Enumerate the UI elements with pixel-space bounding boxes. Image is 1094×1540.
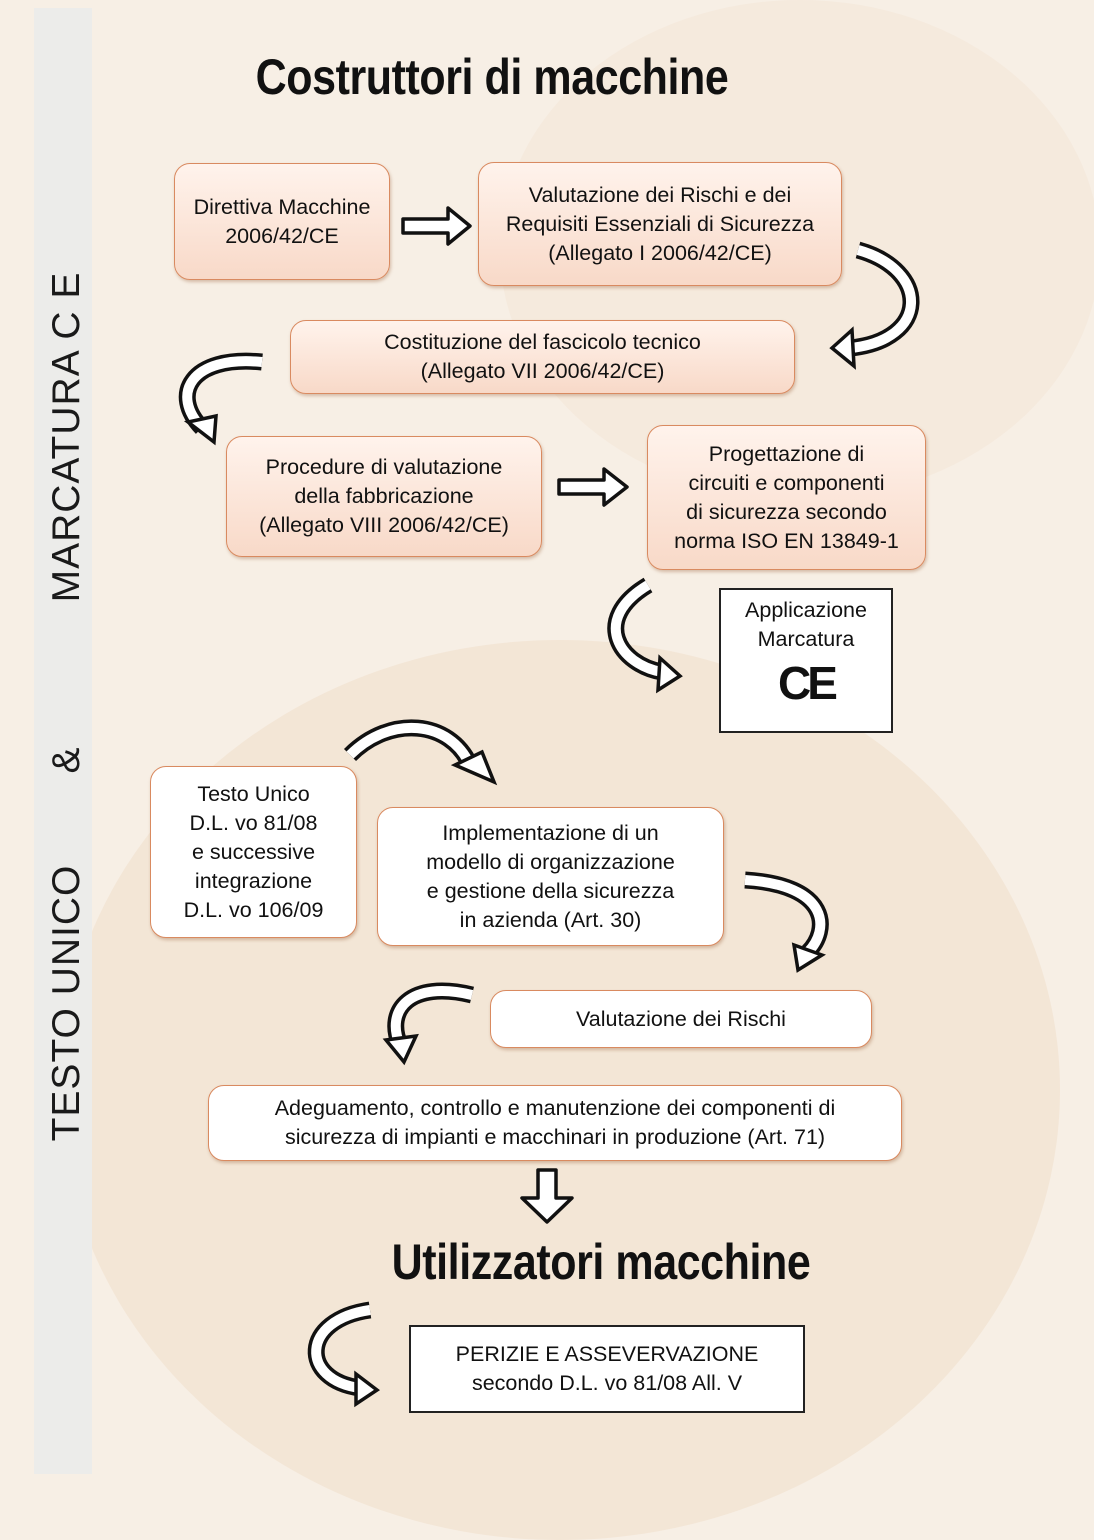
box-line: integrazione xyxy=(194,868,313,893)
curved-arrow-icon xyxy=(343,719,498,786)
title-utilizzatori: Utilizzatori macchine xyxy=(391,1234,811,1290)
title-costruttori: Costruttori di macchine xyxy=(255,49,729,105)
curved-arrow-icon xyxy=(307,1301,381,1408)
right-arrow-icon xyxy=(557,467,629,507)
box-procedure-valutazione: Procedure di valutazione della fabbricaz… xyxy=(226,436,542,557)
box-line: Adeguamento, controllo e manutenzione de… xyxy=(274,1096,836,1120)
box-line: Testo Unico xyxy=(197,781,310,806)
box-implementazione: Implementazione di un modello di organiz… xyxy=(377,807,724,946)
curved-arrow-icon xyxy=(829,241,920,370)
box-line: D.L. vo 106/09 xyxy=(183,897,324,922)
box-line: norma ISO EN 13849-1 xyxy=(674,528,899,553)
box-line: Direttiva Macchine xyxy=(193,194,371,219)
right-arrow-icon xyxy=(401,206,472,246)
box-line: circuiti e componenti xyxy=(688,470,885,495)
box-line: modello di organizzazione xyxy=(426,849,675,874)
curved-arrow-icon xyxy=(607,577,683,694)
box-line: Implementazione di un xyxy=(442,820,659,845)
box-line: 2006/42/CE xyxy=(225,223,339,248)
box-progettazione: Progettazione di circuiti e componenti d… xyxy=(647,425,926,570)
box-adeguamento: Adeguamento, controllo e manutenzione de… xyxy=(208,1085,902,1161)
box-line: Requisiti Essenziali di Sicurezza xyxy=(505,211,815,236)
box-fascicolo-tecnico: Costituzione del fascicolo tecnico (Alle… xyxy=(290,320,795,394)
box-perizie: PERIZIE E ASSEVERVAZIONE secondo D.L. vo… xyxy=(409,1325,805,1413)
box-valutazione-requisiti: Valutazione dei Rischi e dei Requisiti E… xyxy=(478,162,842,286)
curved-arrow-icon xyxy=(744,871,829,973)
box-line: Costituzione del fascicolo tecnico xyxy=(384,330,701,354)
box-direttiva-macchine: Direttiva Macchine 2006/42/CE xyxy=(174,163,390,280)
box-line: Progettazione di xyxy=(708,441,865,466)
box-valutazione-rischi: Valutazione dei Rischi xyxy=(490,990,872,1048)
flow-arrows xyxy=(178,206,920,1408)
box-line: Marcatura xyxy=(757,627,855,651)
box-line: (Allegato VIII 2006/42/CE) xyxy=(259,513,509,537)
box-line: Valutazione dei Rischi xyxy=(576,1006,786,1031)
box-line: (Allegato VII 2006/42/CE) xyxy=(420,359,665,383)
box-line: D.L. vo 81/08 xyxy=(189,810,318,835)
box-line: e gestione della sicurezza xyxy=(426,878,675,903)
box-line: Applicazione xyxy=(745,598,867,622)
box-line: in azienda (Art. 30) xyxy=(459,907,642,932)
box-marcatura-ce: Applicazione Marcatura CE xyxy=(719,588,893,733)
ce-mark-logo: CE xyxy=(778,657,838,709)
curved-arrow-icon xyxy=(178,352,263,446)
box-line: Valutazione dei Rischi e dei xyxy=(528,182,792,207)
curved-arrow-icon xyxy=(382,982,474,1066)
sidebar-strip xyxy=(34,8,92,1474)
box-line: di sicurezza secondo xyxy=(686,499,887,524)
box-line: della fabbricazione xyxy=(294,484,474,508)
box-line: Procedure di valutazione xyxy=(265,455,503,479)
box-line: secondo D.L. vo 81/08 All. V xyxy=(471,1371,743,1395)
box-line: e successive xyxy=(191,839,316,864)
box-testo-unico: Testo Unico D.L. vo 81/08 e successive i… xyxy=(150,766,357,938)
down-arrow-icon xyxy=(520,1168,574,1224)
box-line: sicurezza di impianti e macchinari in pr… xyxy=(284,1125,826,1149)
box-line: PERIZIE E ASSEVERVAZIONE xyxy=(455,1342,759,1366)
box-line: (Allegato I 2006/42/CE) xyxy=(548,240,772,265)
